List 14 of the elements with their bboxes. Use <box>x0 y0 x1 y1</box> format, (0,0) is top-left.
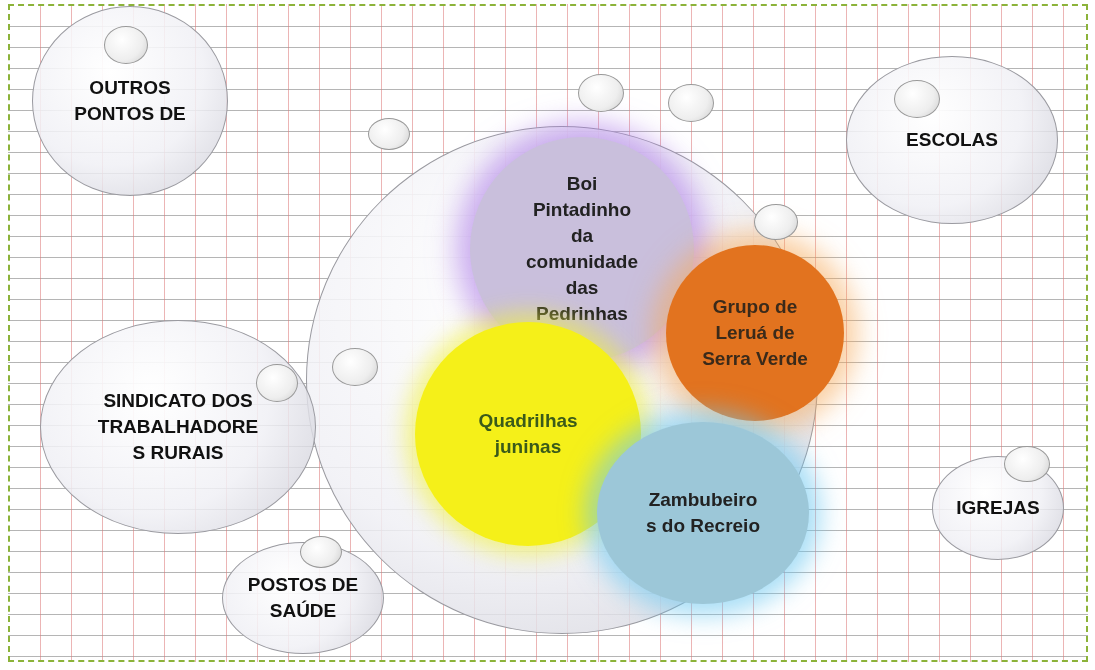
bubble-label: OUTROS PONTOS DE <box>73 76 187 126</box>
bubble-label: Quadrilhas juninas <box>477 409 579 459</box>
bubble-label: Grupo de Leruá de Serra Verde <box>701 295 809 371</box>
bubble-label: Zambubeiro s do Recreio <box>644 488 761 538</box>
bubble-label: IGREJAS <box>955 496 1041 520</box>
bubble <box>40 320 316 534</box>
bubble-label: ESCOLAS <box>905 128 999 152</box>
bubble <box>597 422 809 604</box>
bubble-label: SINDICATO DOS TRABALHADORE S RURAIS <box>96 389 260 465</box>
bubble <box>666 245 844 421</box>
bubble <box>415 322 641 546</box>
bubble-label: POSTOS DE SAÚDE <box>246 573 360 623</box>
bubble <box>32 6 228 196</box>
bubble-label: Boi Pintadinho da comunidade das Pedrinhas <box>525 172 639 326</box>
